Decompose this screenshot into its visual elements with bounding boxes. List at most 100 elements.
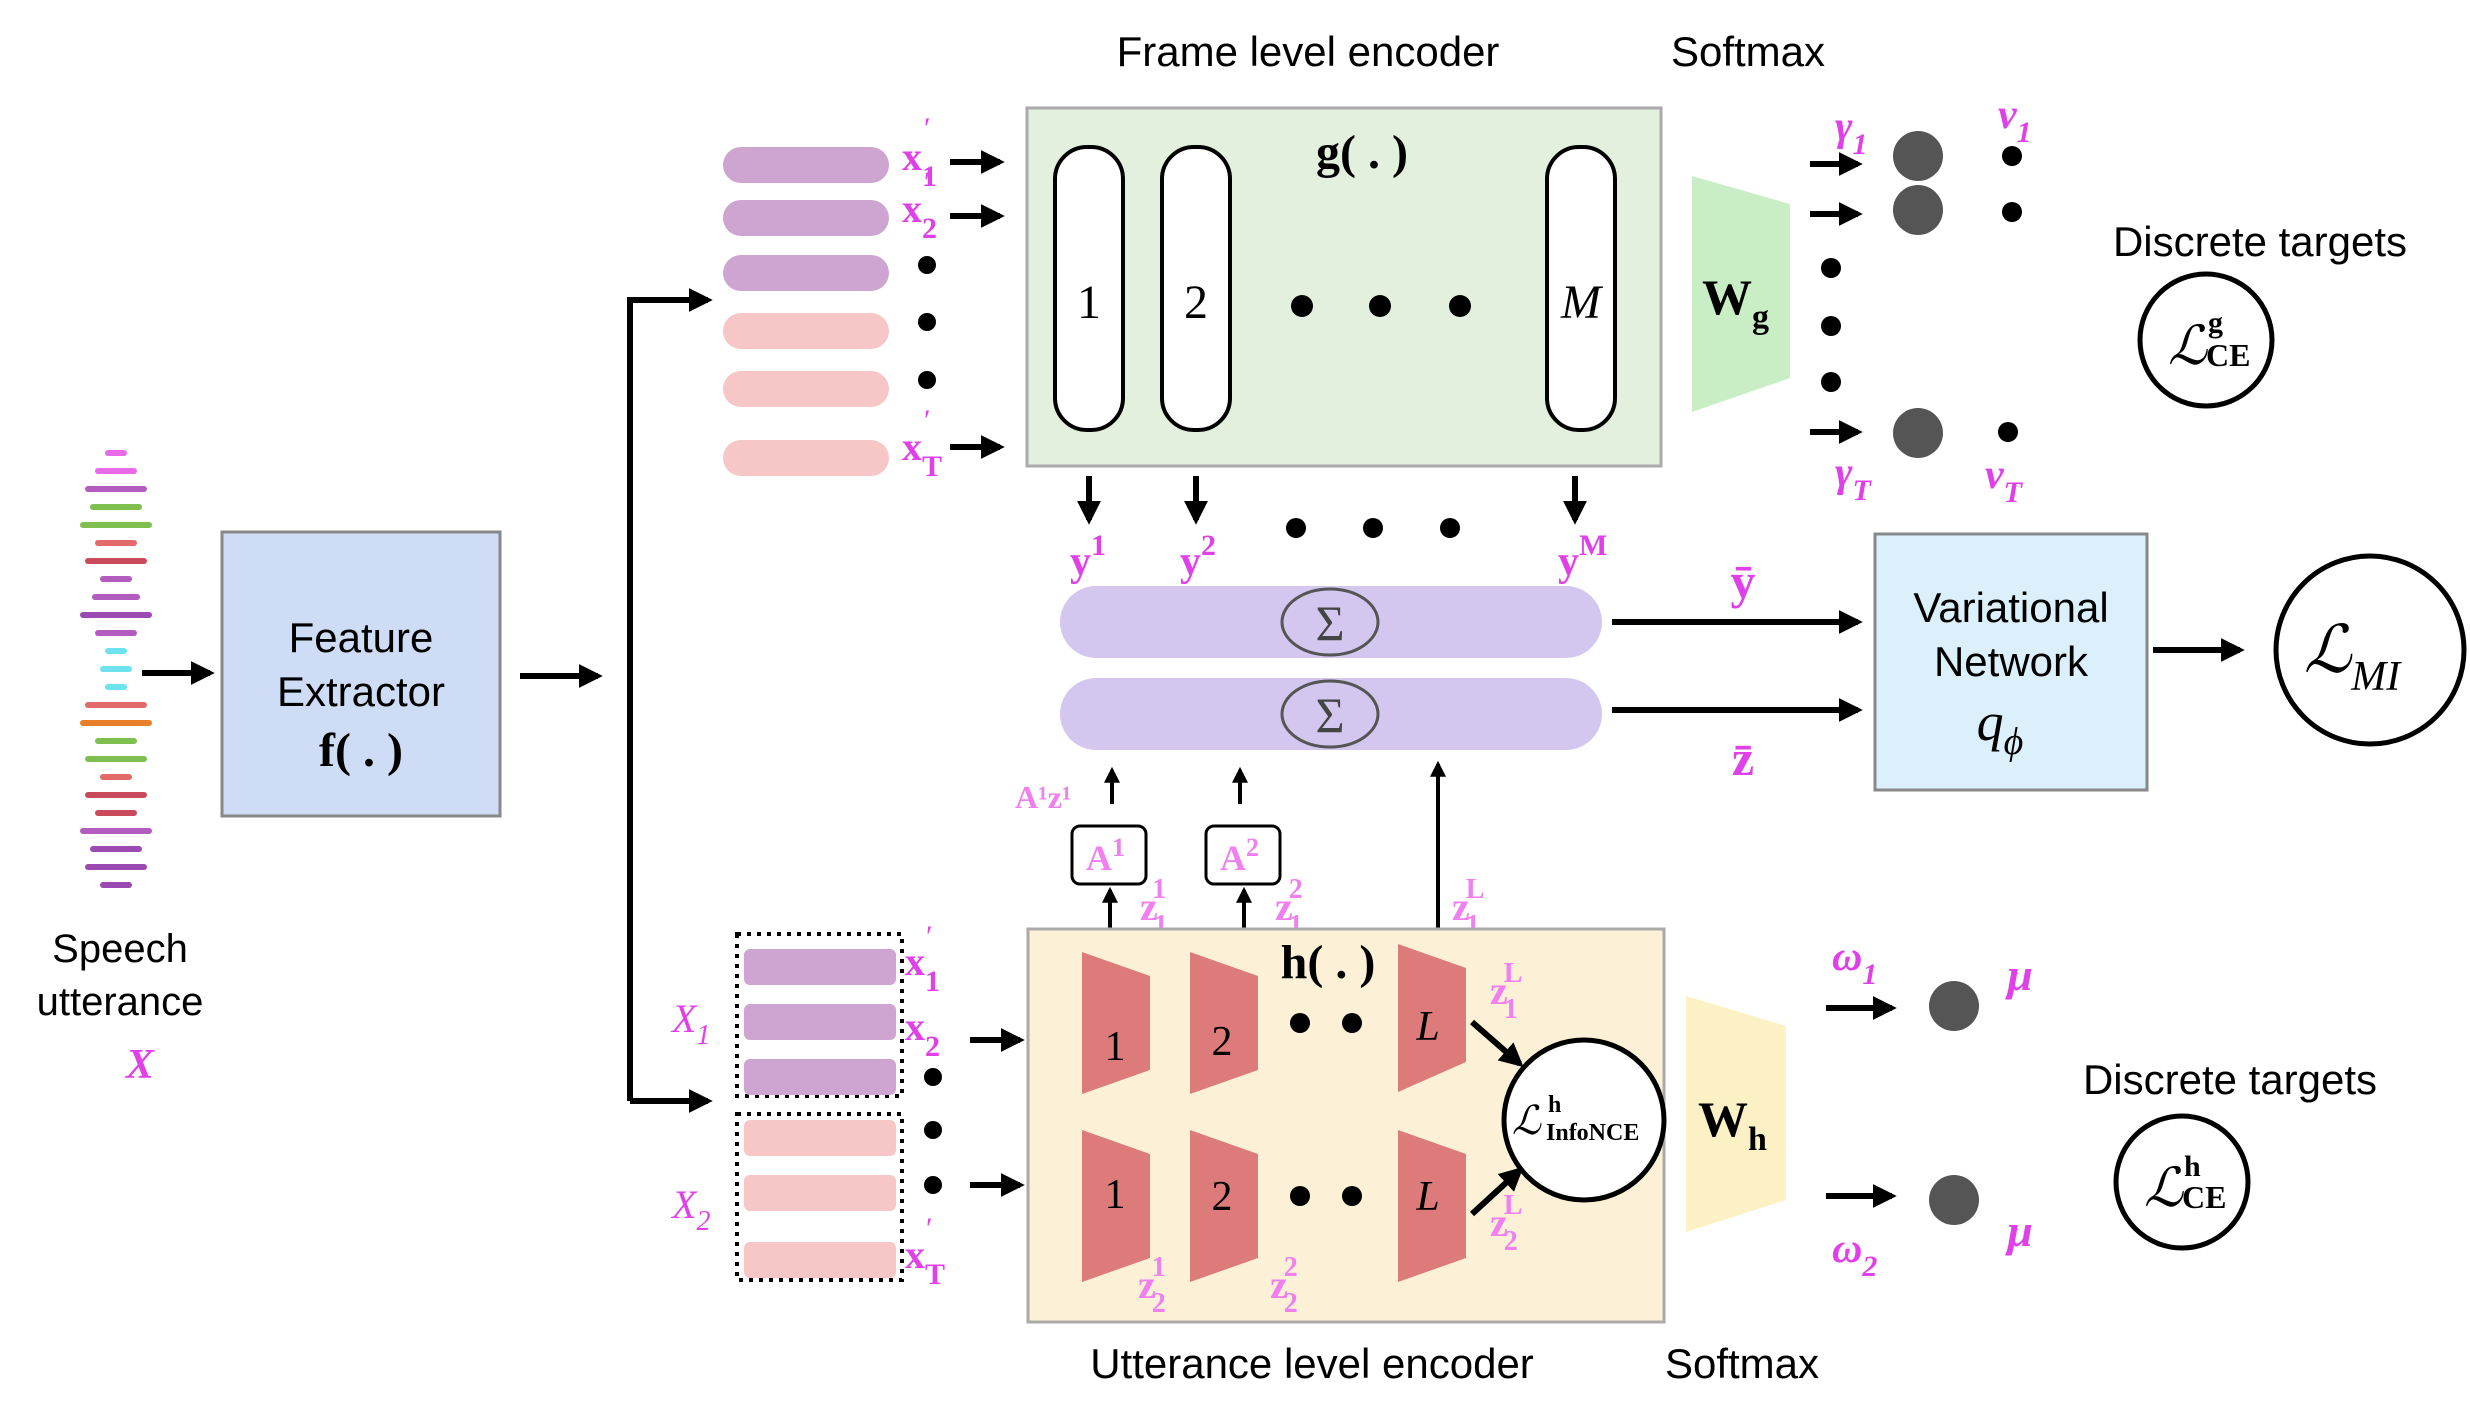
input-xT-prime: ′ <box>924 404 931 437</box>
svg-text:′: ′ <box>926 1212 933 1245</box>
mu-1: μ <box>2005 949 2033 1000</box>
input-x2: x2 <box>902 186 937 245</box>
frame-layer-M <box>1545 145 1617 432</box>
utterance-encoder-title: Utterance level encoder <box>1090 1340 1534 1387</box>
group-X2-box <box>735 1112 904 1282</box>
sum-symbol-z: Σ <box>1315 687 1344 743</box>
ce-loss-h-circle <box>2113 1113 2251 1251</box>
softmax-bottom-label: Softmax <box>1665 1340 1819 1387</box>
ce-loss-g-sup: g <box>2208 306 2223 339</box>
ce-loss-h-sup: h <box>2184 1150 2201 1183</box>
frame-layer-1-label: 1 <box>1077 276 1101 329</box>
svg-text:1: 1 <box>1105 1172 1126 1218</box>
attention-A1z1-label: A¹z¹ <box>1015 779 1072 815</box>
top-input-dots <box>918 256 936 389</box>
mi-loss-circle <box>2273 553 2467 747</box>
utterance-dots-row2 <box>1290 1186 1362 1206</box>
bottom-input-dots <box>924 1068 942 1194</box>
variational-network-box <box>1873 532 2149 792</box>
ce-loss-g-circle <box>2137 271 2275 409</box>
output-y2: y2 <box>1180 529 1216 585</box>
zL-1-label: z1L <box>1490 958 1522 1025</box>
z2-1-label: z21 <box>1138 1252 1166 1319</box>
frame-encoder-func: g( . ) <box>1316 126 1408 179</box>
variational-symbol: qϕ <box>1977 692 2024 763</box>
speech-waveform <box>80 450 152 888</box>
group-X1-label: X1 <box>670 996 710 1051</box>
weight-h: Wh <box>1698 1091 1767 1158</box>
frame-layer-1 <box>1053 145 1125 432</box>
softmax-top-label: Softmax <box>1671 28 1825 75</box>
gamma-T: γT <box>1835 450 1872 507</box>
utterance-layers-row2 <box>1082 1130 1466 1282</box>
frame-layer-dots <box>1291 295 1471 317</box>
frame-encoder-title: Frame level encoder <box>1117 28 1500 75</box>
feature-extractor-line1: Feature <box>289 614 434 661</box>
attention-A2-box <box>1204 824 1282 886</box>
speech-title-line1: Speech <box>52 927 188 971</box>
ce-loss-h-sub: CE <box>2182 1179 2226 1215</box>
input-xT: xT <box>902 424 942 483</box>
mi-loss-label: ℒMI <box>2304 614 2403 700</box>
input-bottom-x2: x2 <box>905 1004 940 1063</box>
input-x1-prime: ′ <box>924 112 931 145</box>
variational-line1: Variational <box>1913 584 2108 631</box>
frame-nodes <box>1893 131 2022 458</box>
y-dots <box>1286 518 1460 538</box>
infonce-loss-circle <box>1501 1037 1667 1203</box>
frame-layer-M-label: M <box>1560 276 1604 329</box>
attention-A1: A1 <box>1086 833 1125 878</box>
frame-layer-2 <box>1160 145 1232 432</box>
zL-2-label: z2L <box>1490 1190 1522 1257</box>
utterance-layer-1-label: 1 <box>1105 1024 1126 1070</box>
mu-2: μ <box>2005 1205 2033 1256</box>
ce-loss-g-sub: CE <box>2206 337 2250 373</box>
z2-2-label: z22 <box>1270 1252 1298 1319</box>
input-bottom-x1: x1 <box>905 939 940 998</box>
group-X1-box <box>735 932 904 1098</box>
utterance-layer-2-label: 2 <box>1212 1019 1233 1065</box>
nu-1: ν1 <box>1998 92 2032 149</box>
input-bottom-xT: xT <box>905 1232 945 1291</box>
softmax-h-trapezoid <box>1686 996 1786 1232</box>
nu-T: νT <box>1985 452 2024 509</box>
utterance-layers-row1 <box>1082 944 1466 1094</box>
discrete-targets-bottom: Discrete targets <box>2083 1056 2377 1103</box>
utterance-dots-row1 <box>1290 1013 1362 1033</box>
branch-to-frame <box>627 288 713 1101</box>
infonce-sub: InfoNCE <box>1546 1120 1639 1146</box>
bottom-feature-vectors <box>744 949 896 1278</box>
speech-title-line2: utterance <box>37 980 204 1024</box>
infonce-script: ℒ <box>1512 1098 1542 1143</box>
feature-extractor-line2: Extractor <box>277 668 445 715</box>
group-X2-label: X2 <box>670 1182 710 1237</box>
feature-extractor-box <box>220 530 502 818</box>
utterance-node-1 <box>1929 981 1979 1031</box>
gamma-dots <box>1821 258 1841 392</box>
input-x1: x1 <box>902 134 937 193</box>
svg-text:L: L <box>1415 1174 1439 1220</box>
utterance-node-2 <box>1929 1175 1979 1225</box>
weight-g: Wg <box>1702 269 1769 336</box>
omega-2: ω2 <box>1832 1226 1877 1283</box>
top-feature-vectors <box>723 147 889 476</box>
gamma-1: γ1 <box>1835 104 1867 161</box>
svg-text:′: ′ <box>926 920 933 953</box>
omega-1: ω1 <box>1832 934 1877 991</box>
z-bar-label: z̄ <box>1732 730 1754 786</box>
sum-symbol-y: Σ <box>1315 595 1344 651</box>
output-yM: yM <box>1558 529 1607 585</box>
output-y1: y1 <box>1070 529 1106 585</box>
speech-symbol: X <box>124 1042 155 1088</box>
utterance-layer-L-label: L <box>1415 1004 1439 1050</box>
discrete-targets-top: Discrete targets <box>2113 218 2407 265</box>
frame-layer-2-label: 2 <box>1184 276 1208 329</box>
attention-A2: A2 <box>1220 833 1259 878</box>
utterance-encoder-func: h( . ) <box>1281 936 1376 989</box>
infonce-sup: h <box>1548 1092 1561 1118</box>
feature-extractor-func: f( . ) <box>319 724 403 777</box>
ce-loss-h-script: ℒ <box>2144 1158 2184 1218</box>
y-bar-label: ȳ <box>1731 553 1756 609</box>
input-x2-prime: ′ <box>924 166 931 199</box>
